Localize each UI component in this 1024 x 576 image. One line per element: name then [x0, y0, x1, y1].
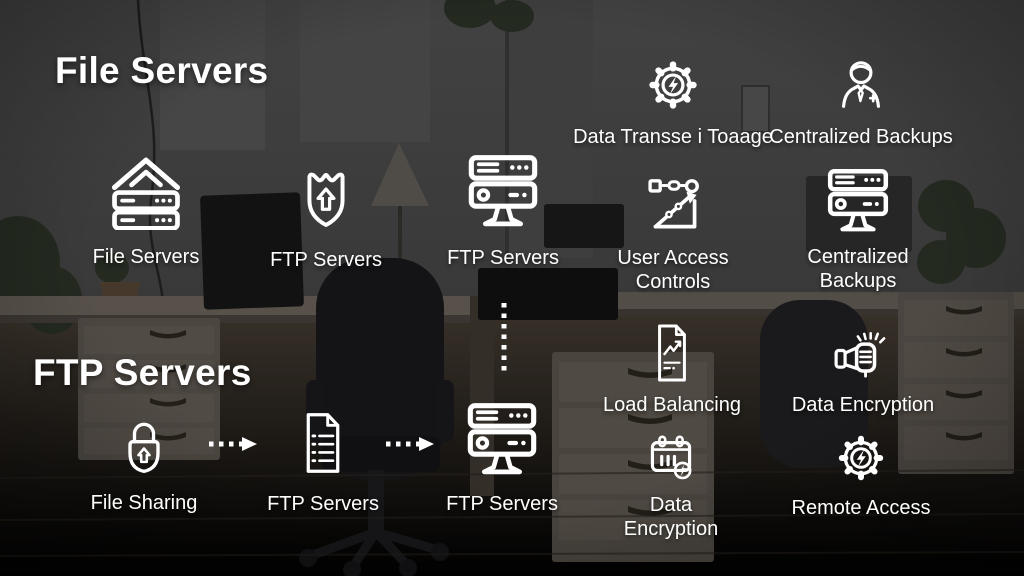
document-list-icon	[293, 410, 353, 476]
node-data-encryption-bottom: Data Encryption	[611, 432, 731, 542]
node-ftp-servers-monitor-top: FTP Servers	[423, 154, 583, 270]
heading-file-servers: File Servers	[55, 50, 269, 91]
node-label: Data Encryption	[791, 394, 935, 416]
dotted-arrow-icon	[383, 436, 435, 457]
node-label: Data Transse i Toaage	[573, 126, 773, 148]
node-remote-access: Remote Access	[761, 428, 961, 520]
fist-flash-icon	[831, 326, 895, 384]
calendar-power-icon	[642, 432, 700, 488]
node-label: FTP Servers	[446, 493, 558, 515]
person-icon	[832, 55, 890, 117]
server-monitor-icon	[817, 168, 899, 240]
node-data-encryption-right: Data Encryption	[773, 326, 953, 417]
node-file-sharing: File Sharing	[64, 417, 224, 515]
node-label: FTP Servers	[270, 249, 382, 271]
node-label: User Access Controls	[617, 247, 729, 294]
node-load-balancing: Load Balancing	[582, 322, 762, 417]
node-label: Load Balancing	[603, 394, 741, 416]
node-file-servers: File Servers	[66, 150, 226, 269]
node-ftp-servers-monitor-bottom: FTP Servers	[422, 402, 582, 516]
gear-lightning-icon	[831, 428, 891, 488]
node-label: FTP Servers	[447, 247, 559, 269]
growth-chart-icon	[639, 170, 707, 232]
padlock-upload-icon	[116, 417, 172, 481]
shield-upload-icon	[290, 164, 362, 240]
node-label: FTP Servers	[267, 493, 379, 515]
node-centralized-backups-person: Centralized Backups	[751, 55, 971, 149]
dotted-arrow-icon	[206, 436, 258, 457]
node-label: File Sharing	[90, 492, 198, 514]
node-ftp-servers-document: FTP Servers	[243, 410, 403, 516]
server-monitor-icon	[455, 402, 549, 484]
node-label: Data Encryption	[623, 494, 719, 541]
node-label: Centralized Backups	[769, 126, 953, 148]
node-label: Remote Access	[791, 497, 931, 519]
gear-lightning-icon	[641, 52, 705, 118]
heading-ftp-servers: FTP Servers	[33, 352, 252, 393]
node-label: File Servers	[92, 246, 200, 268]
document-chart-icon	[645, 322, 699, 384]
dotted-line-connector	[499, 300, 509, 379]
server-stack-icon	[103, 150, 189, 230]
node-data-transfer: Data Transse i Toaage	[563, 52, 783, 149]
node-ftp-servers-shield: FTP Servers	[246, 164, 406, 272]
server-monitor-icon	[456, 154, 550, 236]
node-user-access-controls: User Access Controls	[603, 170, 743, 295]
node-centralized-backups-server: Centralized Backups	[788, 168, 928, 294]
node-label: Centralized Backups	[807, 246, 909, 293]
